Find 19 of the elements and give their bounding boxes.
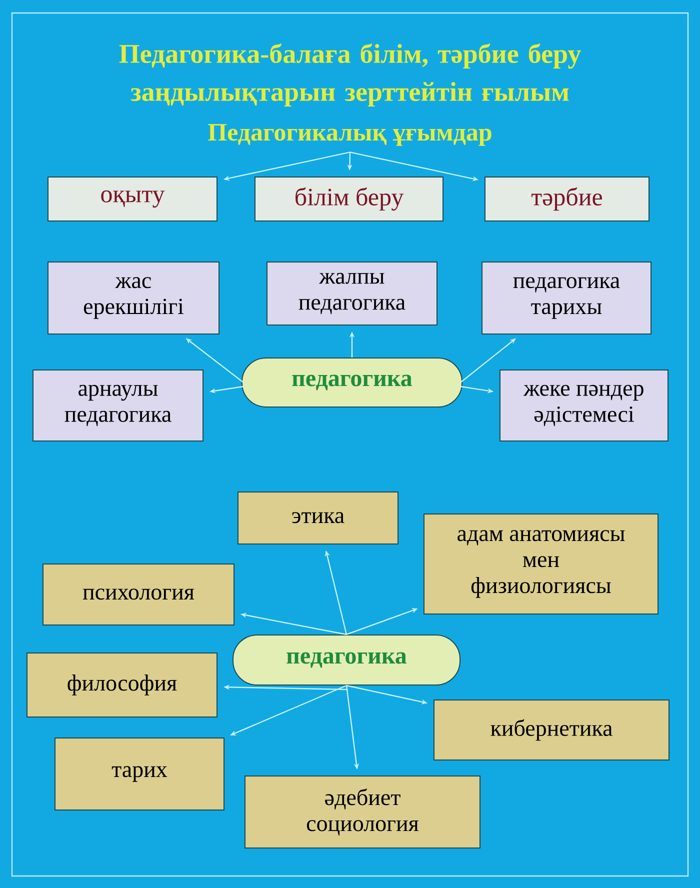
subheading: Педагогикалық ұғымдар (208, 124, 492, 146)
center-pill: педагогика (232, 634, 460, 686)
science-box: тарих (54, 738, 224, 810)
concept-box: оқыту (48, 176, 218, 222)
science-box: адам анатомиясы мен физиологиясы (424, 514, 658, 614)
branch-box: жалпы педагогика (266, 262, 438, 326)
center-pill: педагогика (242, 358, 462, 408)
concept-box: тәрбие (484, 176, 650, 222)
concept-box: білім беру (254, 176, 444, 222)
science-box: психология (42, 564, 234, 626)
science-box: этика (238, 492, 398, 544)
branch-box: жас ерекшілігі (48, 262, 220, 334)
title: Педагогика-балаға білім, тәрбие беру заңдылықтарын зерттейтін ғылым (119, 43, 581, 107)
science-box: философия (26, 652, 218, 718)
branch-box: жеке пәндер әдістемесі (500, 370, 668, 442)
science-box: әдебиет социология (244, 776, 480, 848)
branch-box: арнаулы педагогика (32, 370, 204, 442)
branch-box: педагогика тарихы (482, 262, 652, 334)
science-box: кибернетика (434, 700, 670, 760)
